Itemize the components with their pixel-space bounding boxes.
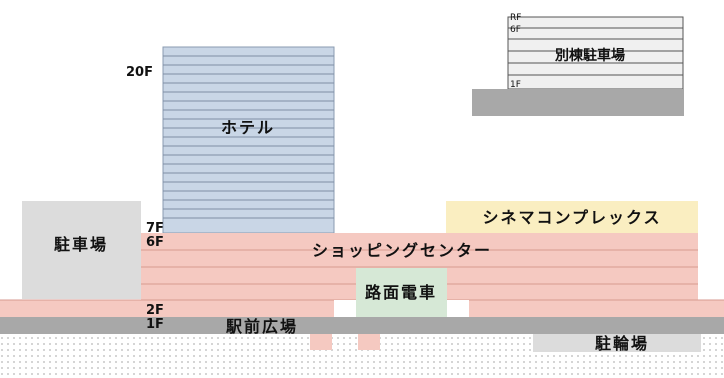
tram-side-gap-left	[334, 300, 356, 317]
basement-stair-right	[358, 334, 380, 350]
ground-floor-strip	[0, 317, 724, 334]
bicycle-parking-block	[533, 334, 701, 352]
bicycle-parking-label: 駐輪場	[595, 334, 649, 353]
floor-1f-label: 1F	[146, 317, 164, 332]
floor-6f-label: 6F	[146, 235, 164, 250]
shopping-center-label: ショッピングセンター	[312, 241, 492, 260]
cinema-complex-label: シネマコンプレックス	[482, 208, 661, 227]
annex-roof-label: RF	[510, 13, 521, 23]
cinema-block	[446, 201, 698, 233]
hotel-label: ホテル	[221, 118, 275, 137]
annex-ground-floor-label: 1F	[510, 80, 521, 90]
tram-block	[356, 268, 447, 317]
annex-top-floor-label: 6F	[510, 25, 521, 35]
floor-7f-label: 7F	[146, 221, 164, 236]
tram-label: 路面電車	[365, 283, 437, 302]
station-plaza-label: 駅前広場	[225, 317, 298, 336]
hotel-top-floor-label: 20F	[126, 65, 153, 80]
floor-2f-label: 2F	[146, 303, 164, 318]
parking-block	[22, 201, 141, 299]
parking-label: 駐車場	[54, 235, 108, 254]
tram-side-gap-right	[447, 300, 469, 317]
basement-stair-left	[310, 334, 332, 350]
hotel-tower	[162, 46, 335, 234]
annex-parking-building	[472, 16, 684, 116]
annex-parking-label: 別棟駐車場	[554, 47, 625, 64]
